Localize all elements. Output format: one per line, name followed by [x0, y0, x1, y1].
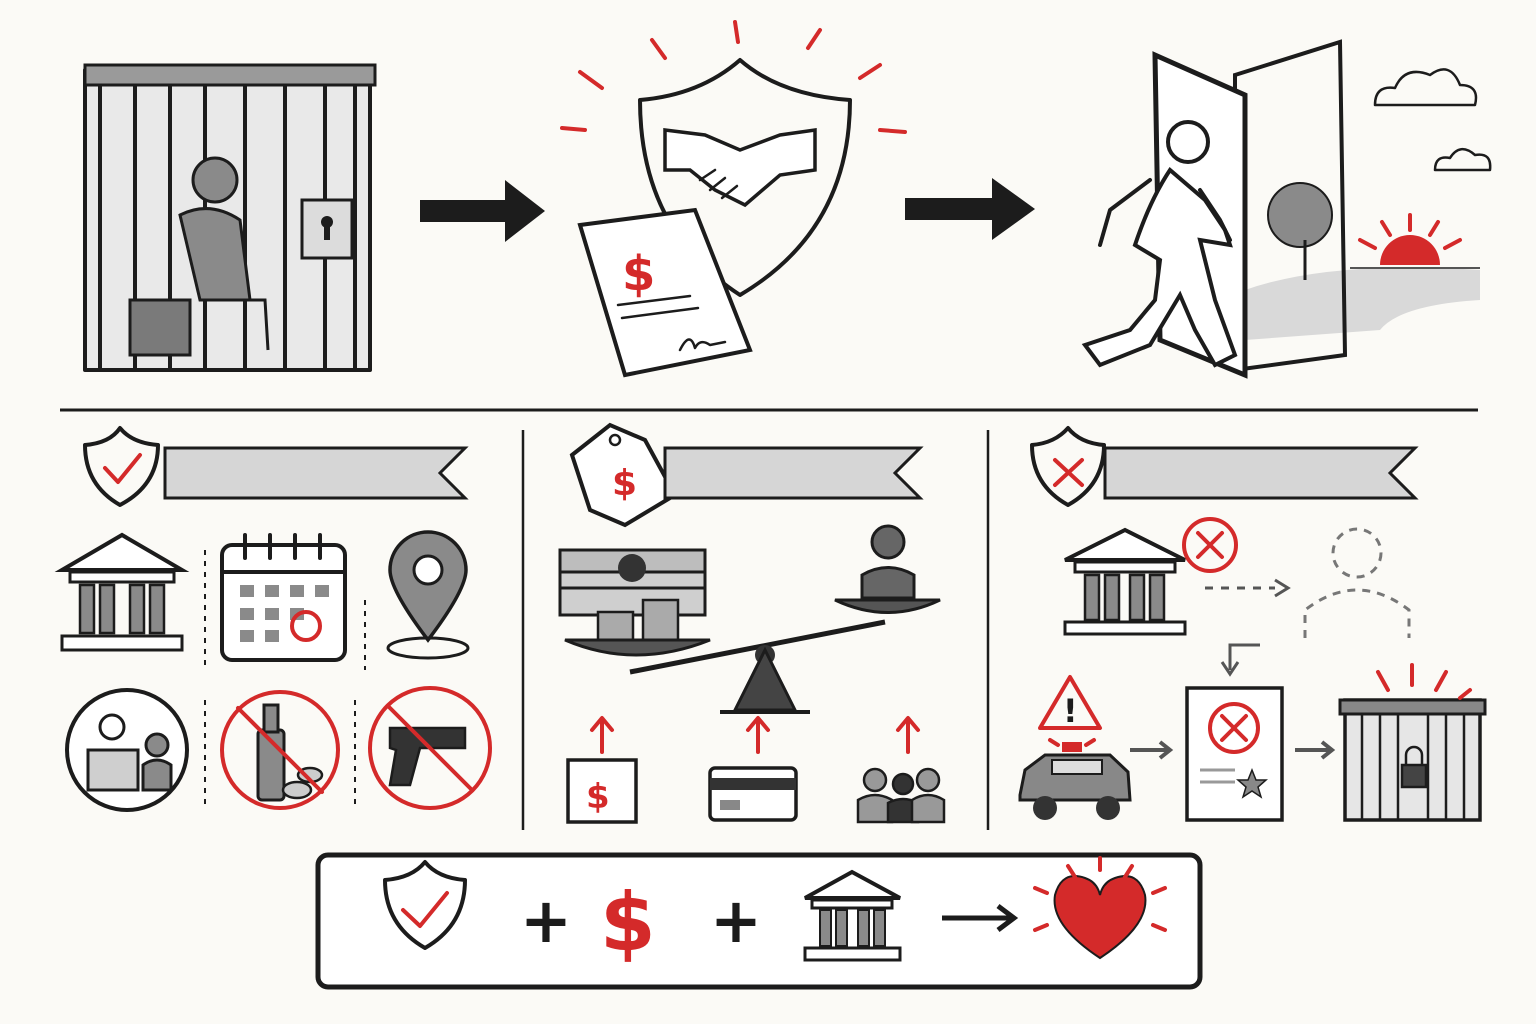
plus-sign-1: +: [520, 884, 572, 957]
balance-scale-icon: [564, 524, 941, 714]
bill-up-icon: $: [566, 716, 638, 824]
equation-bar: + $ +: [315, 852, 1203, 990]
no-weapons-icon: [368, 686, 492, 810]
no-alcohol-drugs-icon: [220, 690, 340, 810]
court-meeting-icon: [65, 688, 189, 812]
warning-mark: !: [1063, 692, 1078, 730]
family-up-icon: [856, 716, 946, 824]
conditions-panel: [54, 426, 492, 812]
dollar-symbol: $: [612, 463, 637, 504]
courthouse-icon: [54, 532, 190, 652]
dotted-arrow-right: [1205, 578, 1291, 598]
dollar-icon: $: [600, 876, 656, 969]
credit-card-up-icon: [708, 716, 798, 822]
conditions-banner: [163, 446, 469, 500]
equation-arrow: [942, 904, 1019, 932]
jail-locked-icon: [1338, 663, 1487, 822]
equation-courthouse-icon: [803, 869, 902, 962]
cost-banner: [663, 446, 924, 500]
plus-sign-2: +: [710, 884, 762, 957]
bail-document-icon: $: [577, 207, 753, 378]
absent-person-icon: [1303, 527, 1411, 638]
calendar-icon: [220, 533, 347, 662]
arrow-to-jail: [1295, 740, 1336, 760]
shield-check-icon: [83, 426, 160, 507]
heart-icon: [1033, 856, 1167, 960]
dollar-symbol: $: [622, 246, 655, 302]
shield-handshake-icon: [560, 20, 907, 297]
arrow-to-warrant: [1130, 740, 1174, 760]
cash-stack-icon: [558, 548, 707, 644]
cost-panel: $ $: [558, 422, 946, 824]
person-exiting-door-icon: [1081, 39, 1492, 379]
violation-panel: !: [1018, 426, 1487, 822]
courthouse-missed-icon: [1063, 517, 1238, 636]
price-tag-icon: $: [569, 422, 678, 528]
flow-arrow-1: [420, 180, 545, 242]
violation-banner: [1103, 446, 1419, 500]
flow-arrow-2: [905, 178, 1035, 240]
location-pin-icon: [386, 530, 470, 660]
shield-x-icon: [1030, 426, 1106, 507]
bent-arrow-down: [1220, 643, 1260, 677]
warning-icon: !: [1038, 675, 1102, 730]
caged-person-icon: [83, 63, 377, 372]
police-car-icon: [1018, 738, 1132, 820]
dollar-symbol: $: [586, 777, 610, 817]
equation-shield-check-icon: [383, 860, 467, 950]
warrant-icon: [1185, 686, 1284, 822]
